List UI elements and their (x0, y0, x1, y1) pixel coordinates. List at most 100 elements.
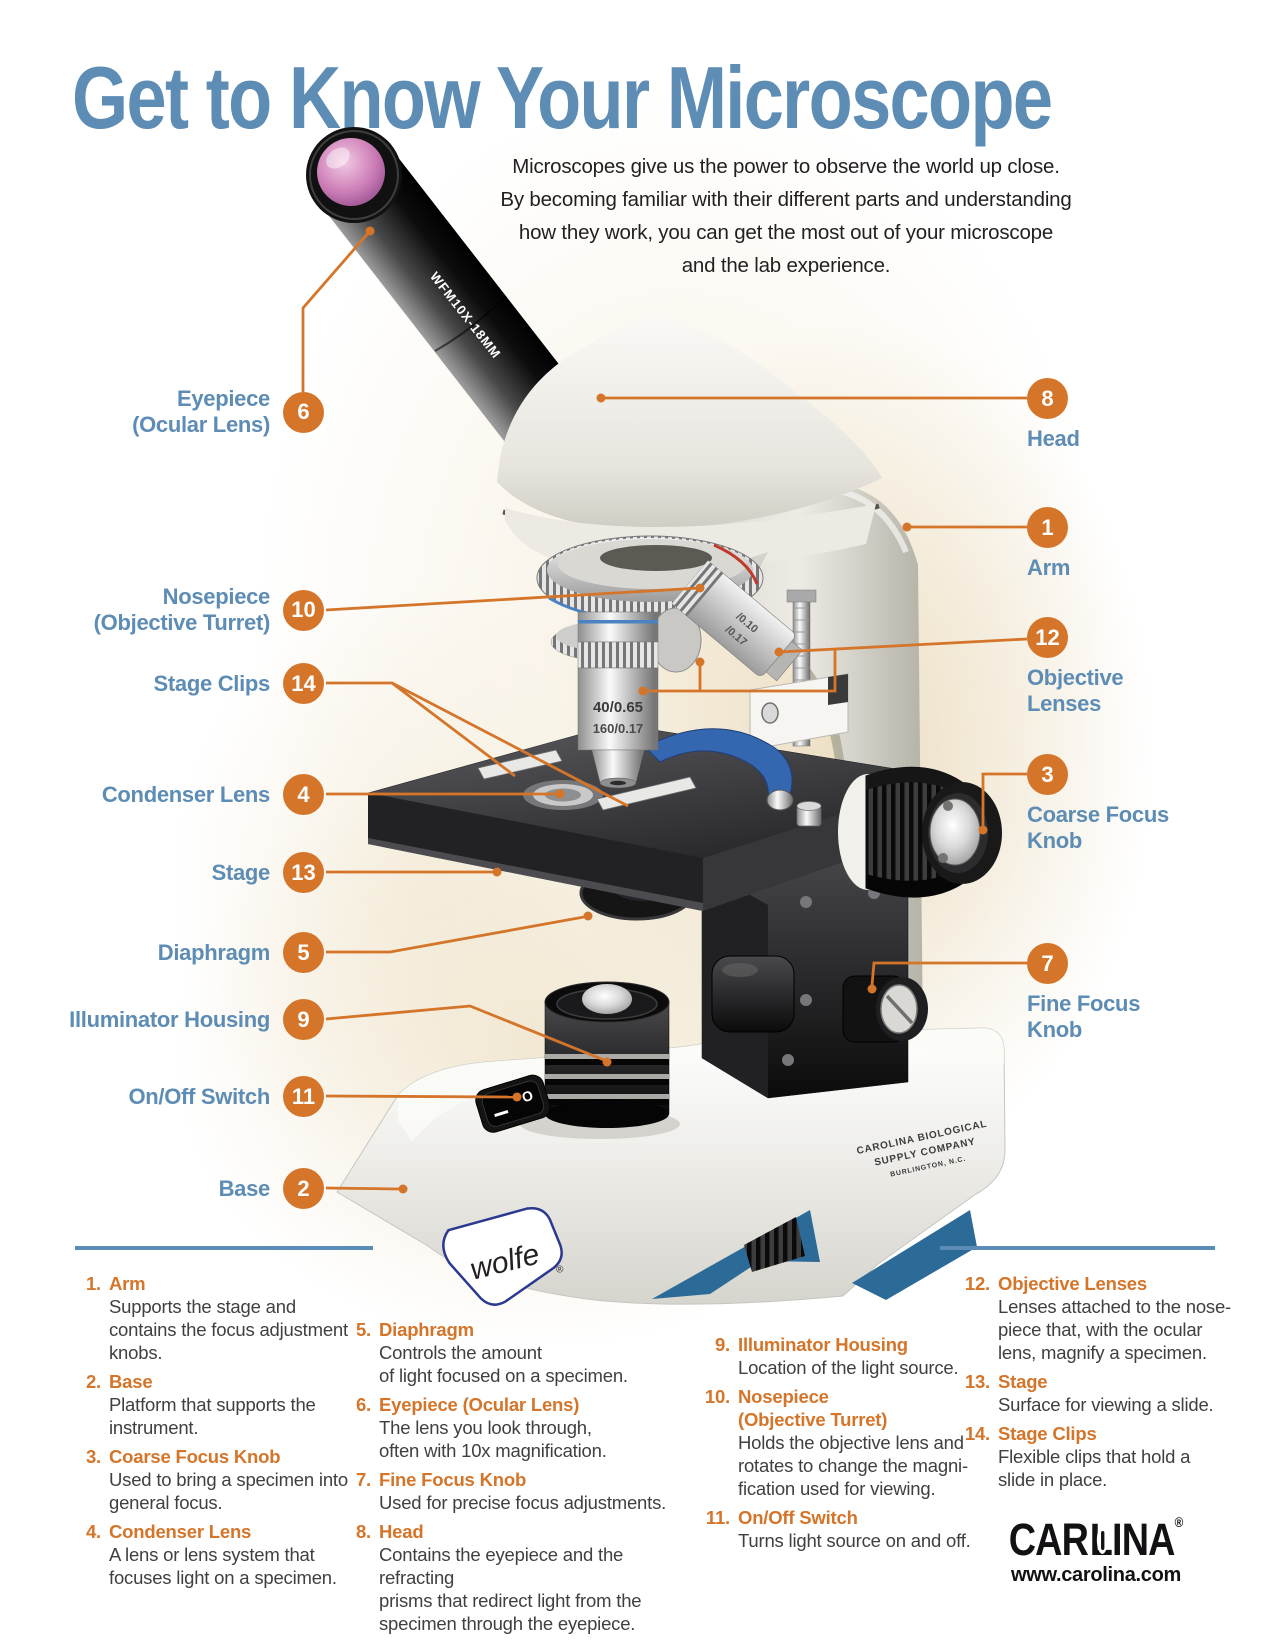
definition-desc: A lens or lens system that focuses light… (109, 1544, 337, 1588)
definition-term: Condenser Lens (109, 1521, 252, 1542)
callout-label-nosepiece: Nosepiece (Objective Turret) (93, 584, 271, 635)
callout-number-badge-6: 6 (283, 391, 324, 433)
illuminator-housing-part (544, 981, 670, 1128)
callout-condenser-lens: Condenser Lens 4 (0, 774, 324, 815)
callout-number-badge-7: 7 (1027, 943, 1068, 984)
definition-desc: Used to bring a specimen into general fo… (109, 1469, 348, 1513)
definition-desc: Supports the stage and contains the focu… (109, 1296, 348, 1363)
definition-term: Stage Clips (998, 1423, 1097, 1444)
definition-desc: Platform that supports the instrument. (109, 1394, 316, 1438)
definition-desc: Location of the light source. (738, 1357, 959, 1378)
divider-right (940, 1246, 1215, 1250)
definition-term: Stage (998, 1371, 1048, 1392)
definition-desc: Contains the eyepiece and the refracting… (379, 1544, 642, 1634)
definition-item-fine-focus-knob: 7. Fine Focus Knob Used for precise focu… (345, 1468, 680, 1514)
definition-item-illuminator-housing: 9. Illuminator Housing Location of the l… (692, 1333, 992, 1379)
definition-number: 12. (964, 1273, 990, 1294)
objective-marking-2: 160/0.17 (593, 721, 644, 736)
callout-label-diaphragm: Diaphragm (157, 939, 271, 965)
definition-number: 14. (964, 1423, 990, 1444)
callout-lines (301, 230, 1028, 1191)
lamp-lens (582, 984, 632, 1014)
definition-item-base: 2. Base Platform that supports the instr… (75, 1370, 365, 1439)
intro-paragraph: Microscopes give us the power to observe… (436, 150, 1136, 282)
definition-number: 11. (705, 1507, 730, 1528)
definition-number: 4. (85, 1521, 101, 1542)
definition-number: 3. (85, 1446, 101, 1467)
callout-label-coarse-focus-knob: Coarse Focus Knob (1027, 802, 1169, 853)
callout-label-illuminator-housing: Illuminator Housing (69, 1006, 270, 1032)
callout-coarse-focus-knob: 3 Coarse Focus Knob (1027, 754, 1237, 854)
website-url: www.carolina.com (1010, 1564, 1182, 1586)
stage-clips-part (477, 728, 822, 827)
definition-number: 6. (355, 1394, 371, 1415)
callout-label-objective-lenses: Objective Lenses (1027, 665, 1124, 716)
objective-marking-1: 40/0.65 (593, 699, 643, 716)
definition-term: Illuminator Housing (738, 1334, 908, 1355)
definition-term: Nosepiece (Objective Turret) (738, 1386, 888, 1430)
callout-eyepiece: Eyepiece (Ocular Lens) 6 (0, 386, 324, 438)
definition-number: 1. (85, 1273, 101, 1294)
definition-desc: Flexible clips that hold a slide in plac… (998, 1446, 1191, 1490)
divider-left (75, 1246, 373, 1250)
callout-number-badge-12: 12 (1027, 617, 1068, 658)
page-title: Get to Know Your Microscope (72, 48, 1053, 147)
definition-item-arm: 1. Arm Supports the stage and contains t… (75, 1272, 365, 1364)
callout-nosepiece: Nosepiece (Objective Turret) 10 (0, 584, 324, 636)
callout-arm: 1 Arm (1027, 507, 1237, 581)
definition-term: Eyepiece (Ocular Lens) (379, 1394, 580, 1415)
wolfe-reg-mark: ® (555, 1264, 565, 1277)
fine-focus-knob-part (711, 955, 928, 1043)
coarse-focus-knob-part (838, 766, 1002, 898)
definition-item-diaphragm: 5. Diaphragm Controls the amount of ligh… (345, 1318, 680, 1387)
callout-number-badge-14: 14 (283, 663, 324, 704)
definition-item-stage: 13. Stage Surface for viewing a slide. (952, 1370, 1247, 1416)
definition-desc: Surface for viewing a slide. (998, 1394, 1214, 1415)
intro-line-2: By becoming familiar with their differen… (500, 188, 1072, 211)
callout-on-off-switch: On/Off Switch 11 (0, 1076, 324, 1117)
definition-item-head: 8. Head Contains the eyepiece and the re… (345, 1520, 680, 1635)
eyepiece-part: WFM10X-18MM (306, 127, 600, 473)
callout-number-badge-2: 2 (283, 1168, 324, 1209)
callout-label-condenser-lens: Condenser Lens (101, 781, 270, 807)
callout-label-stage: Stage (211, 859, 271, 885)
definition-term: Coarse Focus Knob (109, 1446, 281, 1467)
definition-desc: The lens you look through, often with 10… (379, 1417, 607, 1461)
power-switch-part: O (475, 1074, 551, 1133)
definitions-column-2: 5. Diaphragm Controls the amount of ligh… (345, 1318, 680, 1641)
callout-diaphragm: Diaphragm 5 (0, 932, 324, 973)
definitions-column-4: 12. Objective Lenses Lenses attached to … (952, 1272, 1247, 1497)
definition-desc: Holds the objective lens and rotates to … (738, 1432, 968, 1499)
definition-number: 13. (964, 1371, 990, 1392)
definition-item-coarse-focus-knob: 3. Coarse Focus Knob Used to bring a spe… (75, 1445, 365, 1514)
definition-term: Objective Lenses (998, 1273, 1147, 1294)
logo-text-pre: CAR (1008, 1514, 1089, 1565)
callout-illuminator-housing: Illuminator Housing 9 (0, 999, 324, 1040)
callout-label-arm: Arm (1027, 555, 1071, 580)
ocular-lens-glass (317, 138, 385, 206)
callout-objective-lenses: 12 Objective Lenses (1027, 617, 1237, 717)
definition-term: Diaphragm (379, 1319, 474, 1340)
logo-registered-mark: ® (1174, 1514, 1184, 1530)
definition-desc: Used for precise focus adjustments. (379, 1492, 667, 1513)
callout-number-badge-9: 9 (283, 999, 324, 1040)
definition-number: 10. (704, 1386, 730, 1407)
callout-label-head: Head (1027, 426, 1080, 451)
wolfe-logo: wolfe ® (442, 1206, 566, 1306)
definition-term: Arm (109, 1273, 146, 1294)
callout-stage-clips: Stage Clips 14 (0, 663, 324, 704)
callout-label-fine-focus-knob: Fine Focus Knob (1027, 991, 1141, 1042)
callout-number-badge-11: 11 (283, 1076, 324, 1117)
callout-number-badge-13: 13 (283, 852, 324, 893)
callout-label-stage-clips: Stage Clips (153, 670, 270, 696)
definition-item-objective-lenses: 12. Objective Lenses Lenses attached to … (952, 1272, 1247, 1364)
callout-head: 8 Head (1027, 378, 1237, 452)
definition-term: Head (379, 1521, 424, 1542)
definition-term: Fine Focus Knob (379, 1469, 527, 1490)
intro-line-1: Microscopes give us the power to observe… (512, 155, 1060, 178)
definitions-column-3: 9. Illuminator Housing Location of the l… (692, 1333, 992, 1558)
callout-base: Base 2 (0, 1168, 324, 1209)
